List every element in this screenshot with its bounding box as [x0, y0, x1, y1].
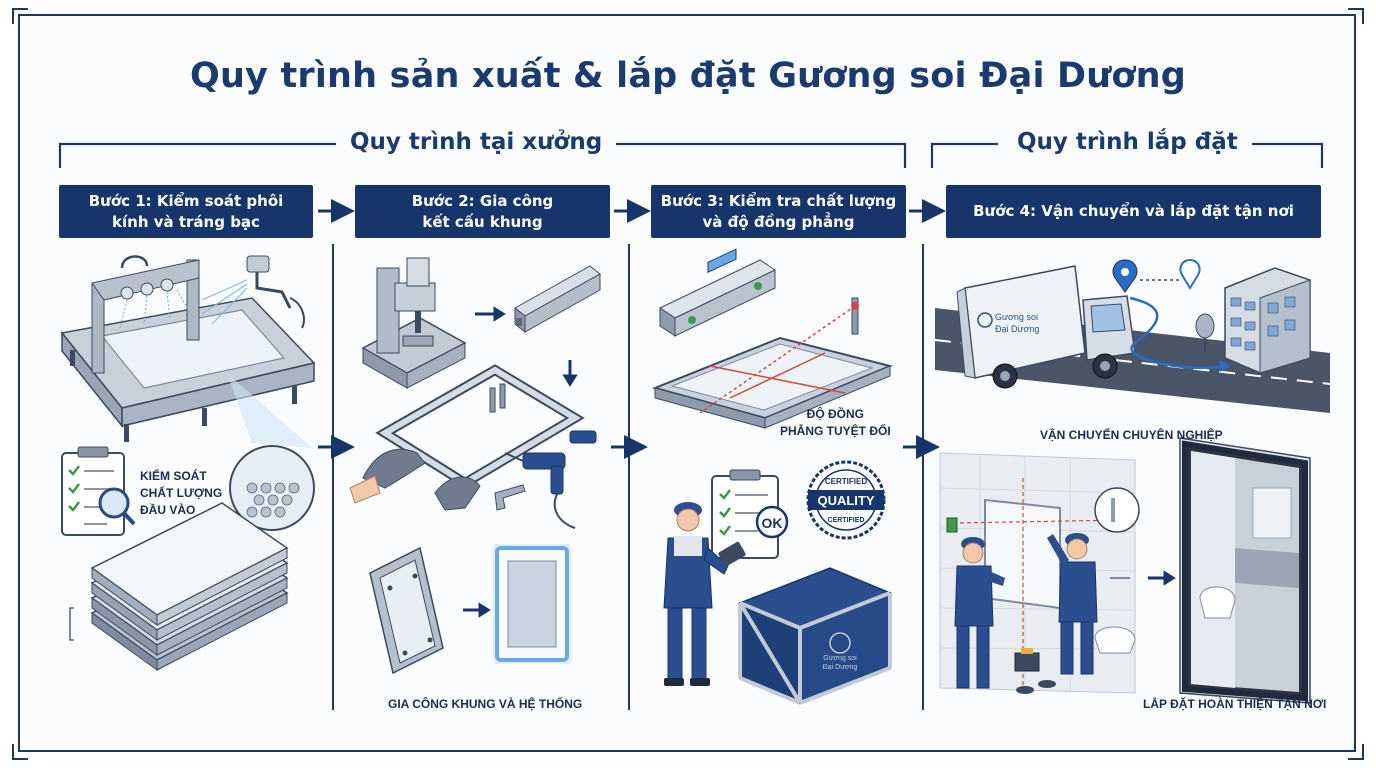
mirror-frame-icon: [369, 546, 444, 675]
checklist-clipboard-icon: [61, 446, 136, 536]
quality-seal-bottom-text: CERTIFIED: [828, 517, 865, 524]
truck-brand-line2: Đại Dương: [995, 324, 1039, 334]
step-1-line2: kính và tráng bạc: [112, 212, 260, 231]
inspector-worker-icon: [663, 502, 746, 686]
map-pin-icon: [1112, 259, 1138, 293]
ok-clipboard-icon: OK: [711, 469, 789, 559]
led-mirror-icon: [493, 544, 571, 664]
spirit-level-icon: [658, 248, 777, 337]
ok-badge-text: OK: [762, 515, 783, 531]
step-3-line2: và độ đồng phẳng: [702, 212, 855, 231]
finished-mirror-icon: [1179, 437, 1311, 704]
workshop-bracket-left: [58, 142, 338, 168]
step-2-box: Bước 2: Gia công kết cấu khung: [355, 185, 610, 238]
glass-sheet-stack-icon: [69, 502, 289, 671]
workshop-bracket-right: [612, 142, 907, 168]
flatness-caption-line: ĐỘ ĐỒNG: [806, 407, 864, 421]
silvering-machine-icon: [60, 255, 316, 442]
frame-corner: [12, 744, 28, 760]
step-1-illustration: [60, 255, 316, 671]
section-install-label: Quy trình lắp đặt: [1003, 129, 1252, 155]
aluminum-profile-icon: [514, 265, 601, 334]
section-workshop-label: Quy trình tại xưởng: [336, 129, 617, 155]
step-4-line1: Bước 4: Vận chuyển và lắp đặt tận nơi: [973, 202, 1294, 220]
flatness-caption-line: PHẲNG TUYỆT ĐỐI: [780, 424, 891, 438]
flatness-caption: ĐỘ ĐỒNG PHẲNG TUYỆT ĐỐI: [780, 406, 891, 440]
quality-seal-text: QUALITY: [817, 493, 874, 508]
step-4-box: Bước 4: Vận chuyển và lắp đặt tận nơi: [946, 185, 1321, 238]
route-map-icon: [1129, 279, 1231, 372]
install-done-caption: LẮP ĐẶT HOÀN THIỆN TẬN NƠI: [1143, 697, 1327, 711]
gloved-hand-icon: [349, 448, 481, 511]
page-title: Quy trình sản xuất & lắp đặt Gương soi Đ…: [189, 56, 1187, 96]
installer-worker-icon: [954, 537, 1005, 689]
step-4-illustration: Gương soi Đại Dương: [935, 258, 1330, 704]
quality-seal-top-text: CERTIFIED: [825, 477, 867, 486]
step-2-line2: kết cấu khung: [422, 212, 543, 231]
flatness-check-mirror-icon: [651, 297, 894, 429]
column-divider: [628, 244, 630, 710]
input-control-caption-line: ĐẦU VÀO: [140, 503, 196, 517]
frame-system-caption: GIA CÔNG KHUNG VÀ HỆ THỐNG: [388, 697, 583, 711]
frame-corner: [1348, 8, 1364, 24]
column-divider: [332, 244, 334, 710]
step-2-illustration: [349, 257, 601, 675]
crate-brand-line2: Đại Dương: [823, 664, 858, 671]
install-bracket-left: [930, 142, 998, 168]
frame-corner: [12, 8, 28, 24]
truck-brand-line1: Gương soi: [995, 312, 1038, 322]
crate-brand-line1: Gương soi: [823, 655, 857, 662]
input-control-caption-line: KIỂM SOÁT: [140, 469, 207, 483]
step-1-line1: Bước 1: Kiểm soát phôi: [88, 191, 284, 210]
installer-worker-icon: [1047, 533, 1098, 675]
spray-gun-icon: [201, 255, 305, 329]
delivery-truck-icon: Gương soi Đại Dương: [956, 265, 1136, 389]
frame-corner: [1348, 744, 1364, 760]
step-3-line1: Bước 3: Kiểm tra chất lượng: [660, 191, 897, 210]
step-2-line1: Bước 2: Gia công: [411, 191, 554, 210]
input-control-caption: KIỂM SOÁT CHẤT LƯỢNG ĐẦU VÀO: [140, 468, 222, 519]
install-bracket-right: [1252, 142, 1324, 168]
step-1-box: Bước 1: Kiểm soát phôi kính và tráng bạc: [59, 185, 313, 238]
column-divider: [922, 244, 924, 710]
step-3-illustration: OK QUALITY CERTIFIED CERTIFIED G: [651, 248, 894, 705]
step-3-box: Bước 3: Kiểm tra chất lượng và độ đồng p…: [651, 185, 906, 238]
office-building-icon: [1195, 267, 1311, 374]
milling-machine-icon: [361, 257, 467, 389]
map-pin-icon: [1179, 258, 1201, 290]
shipping-crate-icon: Gương soi Đại Dương: [737, 567, 893, 705]
quality-seal-icon: QUALITY CERTIFIED CERTIFIED: [806, 460, 886, 540]
toolbox-icon: [1014, 648, 1056, 694]
input-control-caption-line: CHẤT LƯỢNG: [140, 486, 223, 500]
frame-assembly-icon: [375, 364, 585, 489]
transport-caption: VẬN CHUYỂN CHUYÊN NGHIỆP: [1040, 428, 1223, 442]
magnifier-zoom-icon: [227, 373, 315, 531]
bracket-icon: [494, 484, 526, 511]
power-drill-icon: [504, 430, 597, 529]
